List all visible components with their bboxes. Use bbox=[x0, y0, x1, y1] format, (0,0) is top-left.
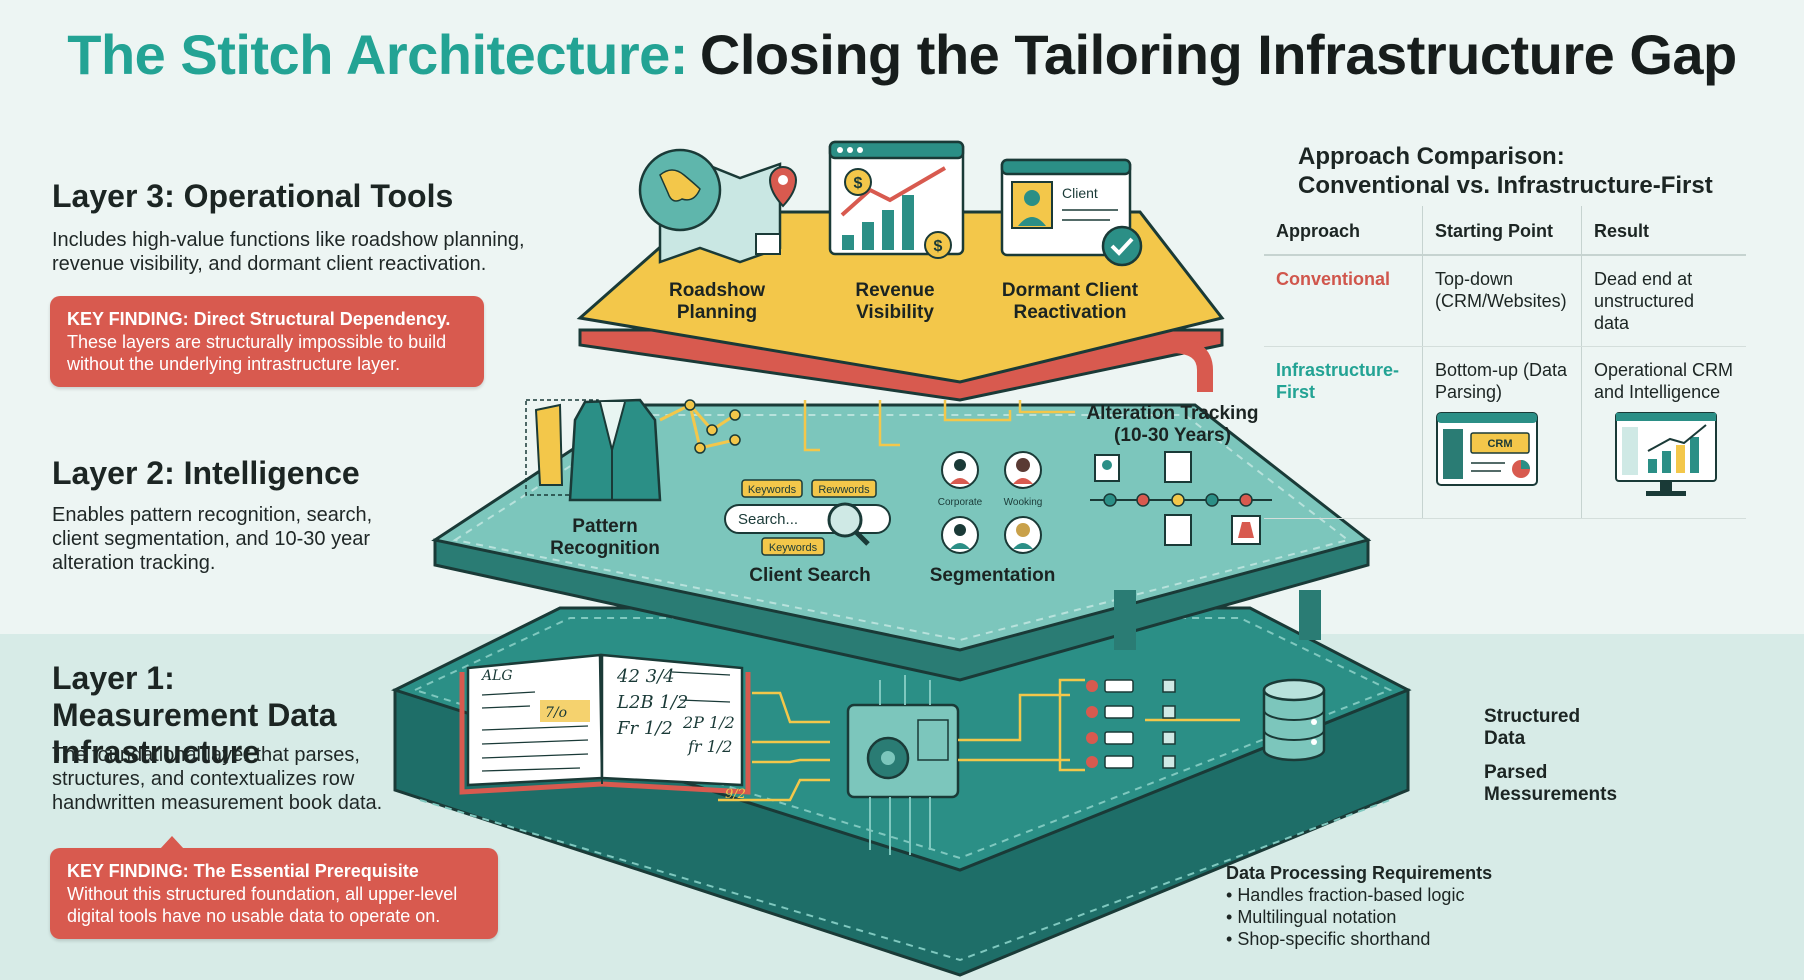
layer3-description: Includes high-value functions like roads… bbox=[52, 229, 525, 275]
seg-corporate-label: Corporate bbox=[938, 497, 983, 508]
comparison-header-row: Approach Starting Point Result bbox=[1264, 206, 1746, 256]
comparison-title-line1: Approach Comparison: bbox=[1298, 143, 1565, 170]
layer2-slab bbox=[431, 403, 1372, 682]
svg-text:$: $ bbox=[854, 175, 863, 192]
comparison-title-line2: Conventional vs. Infrastructure-First bbox=[1298, 172, 1713, 199]
start-cell: Bottom-up (Data Parsing) CRM bbox=[1422, 346, 1582, 519]
book-right-line1: 42 3/4 bbox=[616, 666, 675, 687]
layer1-description: The foundational layer that parses, stru… bbox=[52, 744, 383, 814]
page-title: The Stitch Architecture:Closing the Tail… bbox=[0, 22, 1804, 87]
processor-to-records-arrows bbox=[958, 678, 1240, 772]
tag-keywords-bottom: Keywords bbox=[769, 542, 818, 554]
table-row: Conventional Top-down (CRM/Websites) Dea… bbox=[1264, 255, 1746, 347]
book-left-line2: 7/o bbox=[545, 705, 567, 721]
approach-cell: Infrastructure-First bbox=[1264, 346, 1423, 519]
structured-records-icon bbox=[1086, 679, 1176, 769]
requirement-item: Handles fraction-based logic bbox=[1226, 884, 1492, 906]
book-right-line3: Fr 1/2 bbox=[616, 718, 673, 739]
book-right-line5: fr 1/2 bbox=[687, 737, 732, 756]
pattern-recognition-jacket-icon bbox=[525, 398, 741, 502]
title-part1: The Stitch Architecture: bbox=[67, 23, 688, 86]
book-right-line2: L2B 1/2 bbox=[616, 692, 688, 713]
structured-data-note: Structured Data bbox=[1484, 706, 1581, 749]
finding-pointer bbox=[160, 836, 184, 849]
pattern-recognition-label: Pattern Recognition bbox=[550, 516, 660, 559]
approach-conventional: Conventional bbox=[1276, 269, 1391, 289]
roadshow-globe-map-icon bbox=[638, 148, 798, 264]
layer2-description: Enables pattern recognition, search, cli… bbox=[52, 504, 373, 574]
database-icon bbox=[1262, 678, 1326, 762]
tag-keywords-top: Keywords bbox=[748, 484, 797, 496]
measurement-book-icon: ALG 7/o 42 3/4 L2B 1/2 Fr 1/2 2P 1/2 fr … bbox=[459, 653, 751, 802]
requirement-item: Multilingual notation bbox=[1226, 906, 1492, 928]
layer1-heading: Layer 1: Measurement Data Infrastructure bbox=[52, 660, 337, 770]
approach-infrastructure-first: Infrastructure-First bbox=[1276, 360, 1400, 402]
client-search-label: Client Search bbox=[749, 565, 871, 586]
pipe-top bbox=[1169, 337, 1213, 392]
layer2-connectors bbox=[803, 400, 1075, 452]
processor-chip-icon bbox=[846, 675, 960, 855]
tag-rewwords: Rewwords bbox=[818, 484, 870, 496]
start-cell: Top-down (CRM/Websites) bbox=[1422, 255, 1582, 347]
layer1-finding-title: KEY FINDING: The Essential Prerequisite bbox=[67, 861, 419, 881]
requirement-item: Shop-specific shorthand bbox=[1226, 928, 1492, 950]
result-cell: Dead end at unstructured data bbox=[1581, 255, 1746, 347]
layer2-heading: Layer 2: Intelligence bbox=[52, 455, 360, 491]
layer3-finding-title: KEY FINDING: Direct Structural Dependenc… bbox=[67, 309, 451, 329]
book-right-line4: 2P 1/2 bbox=[682, 713, 735, 732]
layer3-key-finding: KEY FINDING: Direct Structural Dependenc… bbox=[50, 296, 484, 387]
parsed-measurements-note: Parsed Messurements bbox=[1484, 762, 1618, 805]
revenue-visibility-label: Revenue Visibility bbox=[855, 280, 935, 323]
header-starting-point: Starting Point bbox=[1422, 206, 1582, 256]
alteration-timeline-icon bbox=[1090, 451, 1272, 546]
book-left-line1: ALG bbox=[480, 668, 513, 684]
layer1-key-finding: KEY FINDING: The Essential Prerequisite … bbox=[50, 836, 498, 939]
layer3-finding-body: These layers are structurally impossible… bbox=[67, 332, 447, 374]
result-cell: Operational CRM and Intelligence bbox=[1581, 346, 1746, 519]
book-to-processor-arrows bbox=[718, 691, 830, 802]
crm-badge-label: CRM bbox=[1487, 438, 1512, 450]
title-part2: Closing the Tailoring Infrastructure Gap bbox=[699, 23, 1737, 86]
comparison-table: Approach Starting Point Result Conventio… bbox=[1264, 206, 1746, 519]
layer3-heading: Layer 3: Operational Tools bbox=[52, 178, 454, 214]
layer1-finding-body: Without this structured foundation, all … bbox=[67, 884, 458, 926]
search-placeholder: Search... bbox=[738, 511, 798, 528]
approach-cell: Conventional bbox=[1264, 255, 1423, 347]
segmentation-label: Segmentation bbox=[929, 565, 1056, 586]
header-result: Result bbox=[1581, 206, 1746, 256]
header-approach: Approach bbox=[1264, 206, 1423, 256]
start-text: Bottom-up (Data Parsing) bbox=[1435, 360, 1568, 402]
seg-wooking-label: Wooking bbox=[1004, 497, 1043, 508]
requirements-heading: Data Processing Requirements bbox=[1226, 863, 1493, 883]
client-card-window-icon: Client bbox=[1000, 158, 1143, 267]
roadshow-planning-label: Roadshow Planning bbox=[668, 280, 766, 323]
result-text: Operational CRM and Intelligence bbox=[1594, 360, 1734, 402]
table-row: Infrastructure-First Bottom-up (Data Par… bbox=[1264, 346, 1746, 519]
svg-text:$: $ bbox=[934, 238, 943, 255]
requirements-block: Data Processing Requirements Handles fra… bbox=[1226, 862, 1492, 950]
crm-window-icon: CRM bbox=[1436, 412, 1538, 486]
comparison-title: Approach Comparison: Conventional vs. In… bbox=[1298, 142, 1713, 200]
alteration-tracking-label: Alteration Tracking (10-30 Years) bbox=[1086, 403, 1259, 446]
segmentation-people-icon: Corporate Wooking bbox=[938, 451, 1043, 554]
client-search-icon: Keywords Rewwords Search... Keywords bbox=[724, 479, 891, 556]
fraction-note: 9/2 bbox=[725, 787, 746, 802]
revenue-chart-window-icon: $ $ bbox=[828, 140, 965, 259]
monitor-chart-icon bbox=[1615, 412, 1717, 496]
dormant-client-reactivation-label: Dormant Client Reactivation bbox=[1001, 280, 1139, 323]
client-card-label: Client bbox=[1062, 185, 1098, 201]
